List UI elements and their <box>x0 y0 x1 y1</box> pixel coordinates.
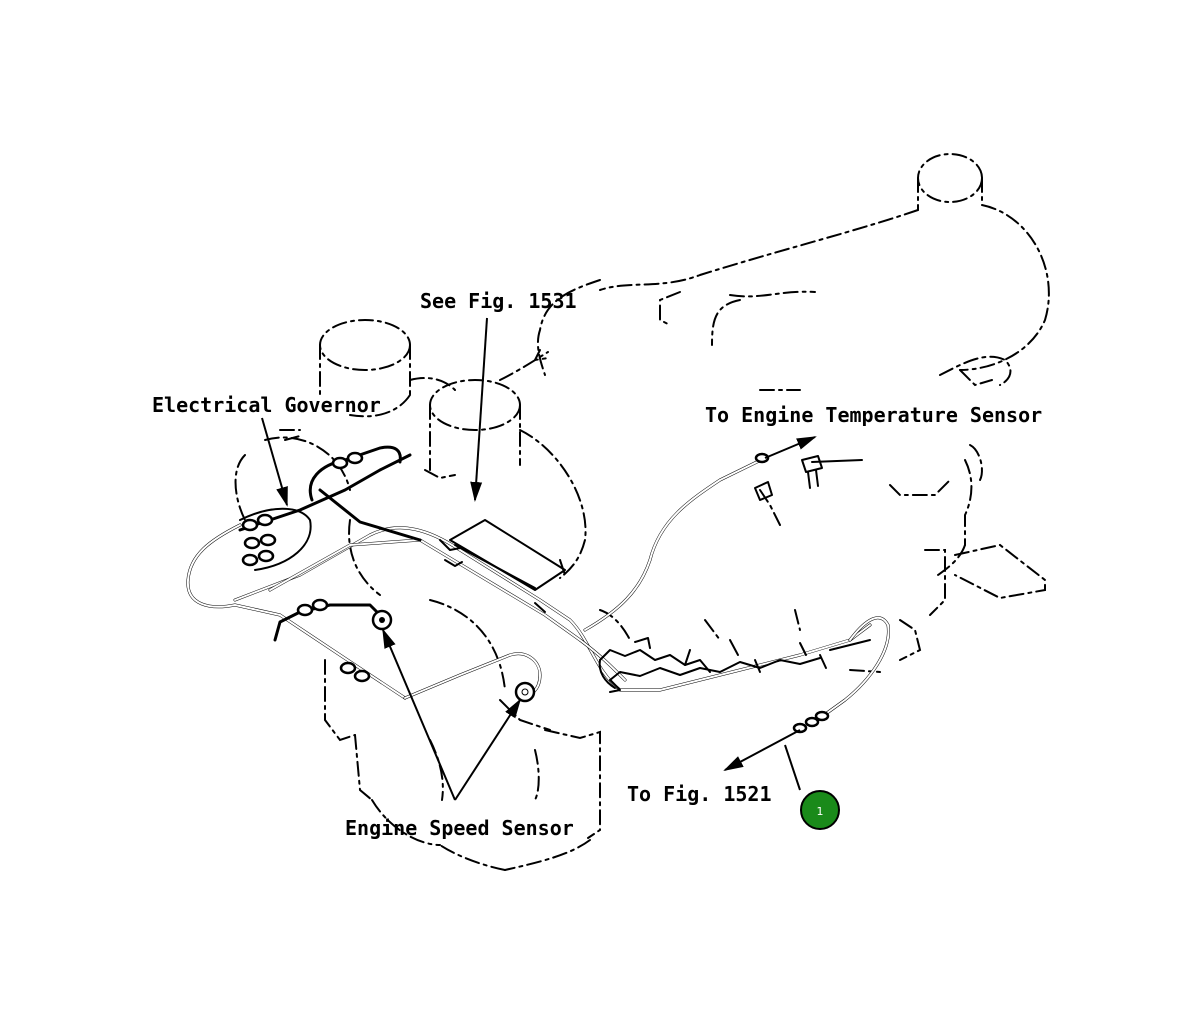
callout-circle[interactable] <box>800 790 840 830</box>
callout-number: 1 <box>817 805 824 818</box>
leaders <box>261 317 817 801</box>
engine-outline <box>234 153 1050 871</box>
callout-1[interactable]: 1 <box>800 790 840 830</box>
label-to-engine-temperature-sensor: To Engine Temperature Sensor <box>705 403 1042 427</box>
label-engine-speed-sensor: Engine Speed Sensor <box>345 816 574 840</box>
governor-connectors <box>239 507 312 571</box>
harness-connectors <box>296 451 830 734</box>
temperature-sensor-bolt <box>754 455 863 501</box>
label-to-fig: To Fig. 1521 <box>627 782 772 806</box>
engine-speed-sensors <box>371 609 536 703</box>
label-see-fig: See Fig. 1531 <box>420 289 577 313</box>
wiring-harness <box>186 445 890 720</box>
junction-box <box>449 519 566 591</box>
label-electrical-governor: Electrical Governor <box>152 393 381 417</box>
